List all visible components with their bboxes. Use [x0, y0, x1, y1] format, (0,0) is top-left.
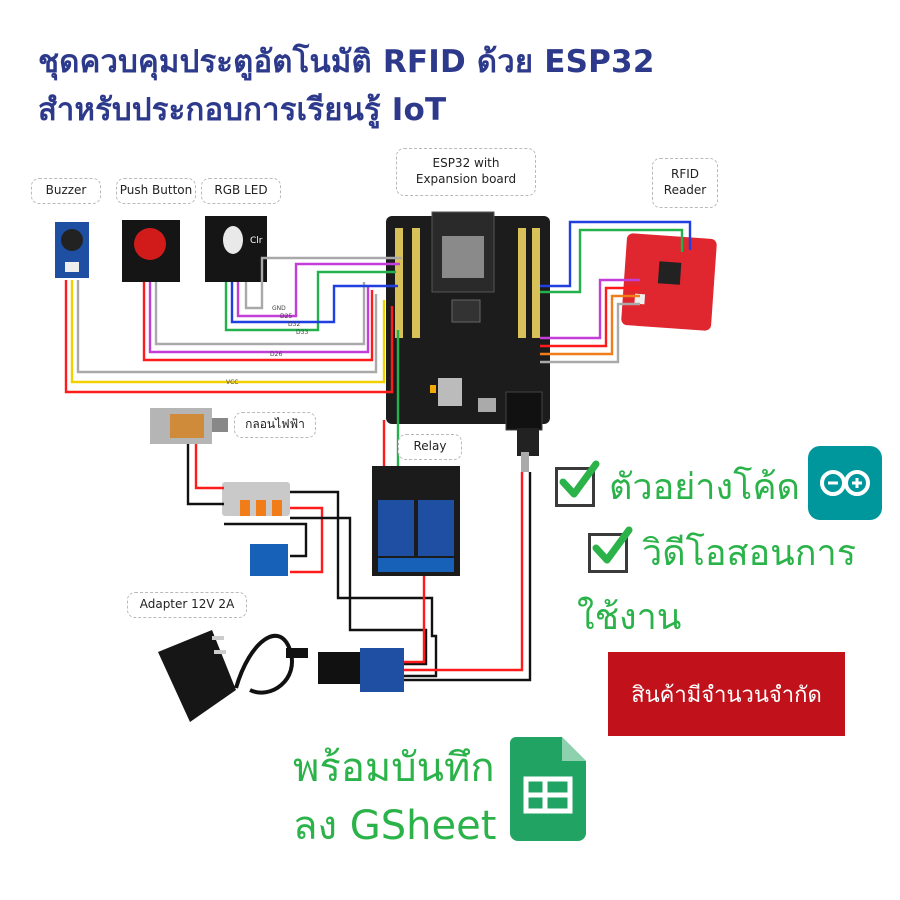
rfid-reader-module — [621, 233, 717, 331]
limited-stock-badge: สินค้ามีจำนวนจำกัด — [608, 652, 845, 736]
wire-label-vcc: VCC — [226, 379, 238, 386]
label-buzzer: Buzzer — [31, 178, 101, 204]
title-line-2: สำหรับประกอบการเรียนรู้ IoT — [38, 92, 447, 128]
power-adapter — [158, 630, 308, 722]
label-push-button: Push Button — [116, 178, 196, 204]
checkbox-check-icon — [555, 460, 600, 507]
feature-video-tutorial: วิดีโอสอนการ — [588, 524, 856, 581]
label-esp32-line1: ESP32 with — [432, 156, 500, 171]
arduino-logo-icon — [808, 446, 882, 520]
wago-connectors — [222, 482, 290, 516]
wire-label-d26: D26 — [270, 351, 282, 358]
gsheet-text-line2: ลง GSheet — [293, 803, 497, 849]
feature-code-example-label: ตัวอย่างโค้ด — [609, 467, 800, 508]
feature-video-label-line1: วิดีโอสอนการ — [642, 533, 857, 574]
buzzer-module — [55, 222, 89, 278]
label-rfid: RFID Reader — [652, 158, 718, 208]
label-solenoid: กลอนไฟฟ้า — [234, 412, 316, 438]
feature-code-example: ตัวอย่างโค้ด — [555, 458, 800, 515]
label-esp32: ESP32 with Expansion board — [396, 148, 536, 196]
esp32-board — [386, 211, 550, 431]
rgb-led-module: Clr — [205, 216, 267, 282]
wire-label-gnd: GND — [272, 305, 286, 312]
label-rfid-line2: Reader — [663, 183, 707, 197]
svg-text:Clr: Clr — [250, 236, 263, 246]
gsheet-text-line1: พร้อมบันทึก — [293, 745, 495, 791]
label-rfid-line1: RFID — [670, 167, 700, 182]
label-adapter: Adapter 12V 2A — [127, 592, 247, 618]
label-rgb-led: RGB LED — [201, 178, 281, 204]
dc-jack-board — [318, 648, 404, 692]
push-button-module — [122, 220, 180, 282]
feature-video-label-line2: ใช้งาน — [577, 597, 682, 638]
wire-label-d25: D25 — [280, 313, 292, 320]
wire-label-d33: D33 — [296, 329, 308, 336]
checkbox-check-icon — [588, 526, 633, 573]
screw-terminal — [250, 544, 288, 576]
google-sheets-icon — [510, 737, 586, 845]
solenoid-lock — [150, 408, 228, 444]
relay-module — [372, 466, 460, 576]
title-line-1: ชุดควบคุมประตูอัตโนมัติ RFID ด้วย ESP32 — [38, 44, 655, 80]
label-esp32-line2: Expansion board — [415, 172, 517, 186]
wire-label-d32: D32 — [288, 321, 300, 328]
label-relay: Relay — [398, 434, 462, 460]
